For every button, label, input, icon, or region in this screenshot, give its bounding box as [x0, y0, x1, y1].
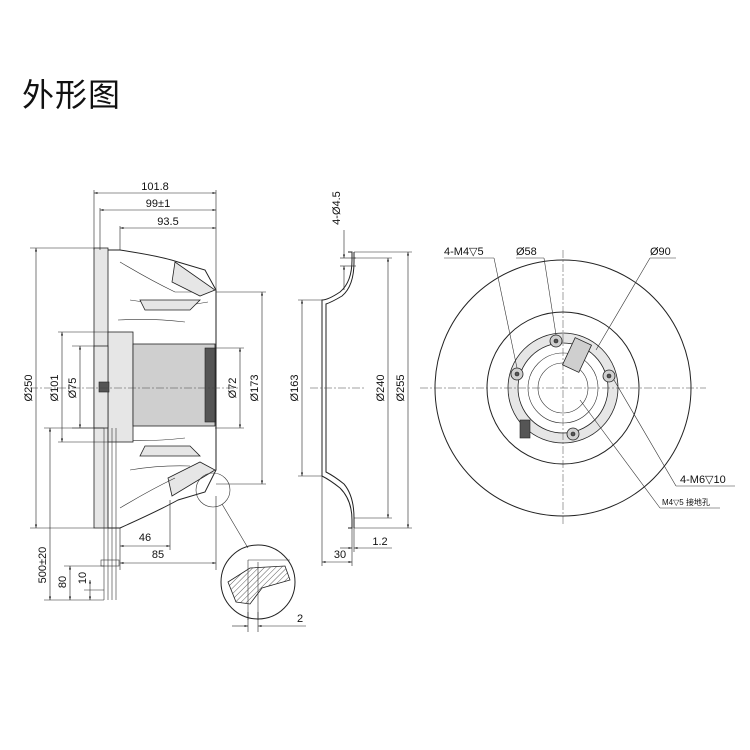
- impeller-outline: [108, 249, 217, 529]
- motor-flange: [107, 331, 134, 443]
- dim-m6: 4-M6▽10: [680, 474, 726, 486]
- dim-2: 2: [297, 613, 303, 625]
- connector-block: [561, 337, 593, 373]
- blade-top-1: [171, 261, 216, 297]
- detail-view: [220, 544, 296, 620]
- label-patch: [519, 419, 531, 439]
- cable-gland: [98, 381, 110, 393]
- cable-wires: [103, 428, 117, 600]
- detail-marker: [195, 472, 231, 508]
- dim-250: Ø250: [23, 375, 35, 402]
- dim-173: Ø173: [249, 375, 261, 402]
- dim-10: 10: [77, 572, 89, 584]
- dim-101-8: 101.8: [141, 181, 169, 193]
- motor-body: [132, 343, 216, 427]
- dim-46: 46: [139, 532, 151, 544]
- dim-4-holes: 4-Ø4.5: [331, 191, 343, 225]
- side-view: 101.8 99±1 93.5 Ø250 Ø101 Ø75 Ø72 Ø173 4…: [23, 181, 306, 632]
- dim-85: 85: [152, 549, 164, 561]
- ring-view: 4-Ø4.5 Ø163 Ø240 Ø255 30 1.2: [289, 191, 412, 566]
- dim-30: 30: [334, 549, 346, 561]
- ring-profile-inner: [325, 252, 355, 528]
- front-view: 4-M4▽5 Ø58 Ø90 4-M6▽10 M4▽5 接地孔: [420, 246, 735, 526]
- dim-500: 500±20: [37, 547, 49, 584]
- dim-1-2: 1.2: [372, 536, 387, 548]
- dim-93-5: 93.5: [157, 216, 178, 228]
- dim-255: Ø255: [395, 375, 407, 402]
- ground-hole-label: M4▽5 接地孔: [662, 497, 710, 507]
- dim-90: Ø90: [650, 246, 671, 258]
- drawing-title: 外形图: [22, 76, 122, 114]
- blade-bottom-2: [139, 445, 201, 457]
- dim-101: Ø101: [49, 375, 61, 402]
- blade-top-2: [139, 299, 201, 311]
- dim-75: Ø75: [67, 378, 79, 399]
- dim-163: Ø163: [289, 375, 301, 402]
- dim-m4: 4-M4▽5: [444, 246, 484, 258]
- cable-sleeve: [100, 559, 120, 567]
- dim-240: Ø240: [375, 375, 387, 402]
- dim-80: 80: [57, 576, 69, 588]
- dim-99: 99±1: [146, 198, 170, 210]
- dim-58: Ø58: [516, 246, 537, 258]
- dim-72: Ø72: [227, 378, 239, 399]
- blade-bottom-1: [167, 461, 216, 497]
- motor-cap: [204, 347, 216, 423]
